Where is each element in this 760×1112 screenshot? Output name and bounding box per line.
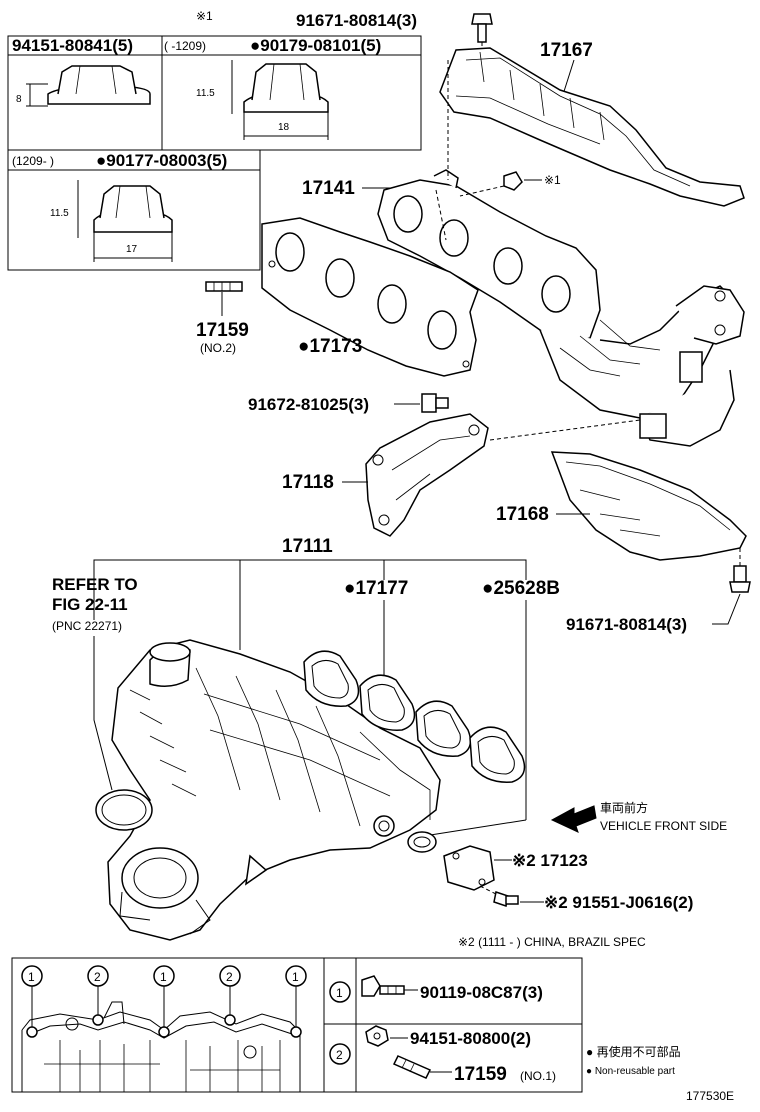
bolt-top-icon <box>471 13 493 60</box>
vehicle-front-arrow-icon <box>550 805 597 833</box>
label-17168: 17168 <box>496 504 549 525</box>
gasket-25628b-icon <box>407 831 437 853</box>
label-nut-ref1: ※1 <box>544 173 561 187</box>
nonreusable-en: ● Non-reusable part <box>586 1066 675 1077</box>
label-pnc: (PNC 22271) <box>52 619 122 633</box>
label-91672: 91672-81025(3) <box>248 395 369 414</box>
callout-4: 2 <box>226 970 233 984</box>
label-front-en: VEHICLE FRONT SIDE <box>600 819 727 833</box>
nut-box2-part: ●90179-08101(5) <box>250 36 381 55</box>
bolt-90119-icon <box>361 975 405 997</box>
label-fig: FIG 22-11 <box>52 595 128 614</box>
legend-stud-no1: (NO.1) <box>520 1069 556 1083</box>
callout-2: 2 <box>94 970 101 984</box>
dim-18: 18 <box>278 122 290 133</box>
nonreusable-jp: ● 再使用不可部品 <box>586 1044 681 1059</box>
label-17111: 17111 <box>282 536 333 557</box>
stud-no2-icon <box>205 281 243 316</box>
label-17123: ※2 17123 <box>512 851 588 870</box>
bottom-legend: 1 2 1 2 1 1 90119-08C87(3) 2 94151-80800… <box>11 957 583 1093</box>
nut-ref1-icon <box>459 171 523 197</box>
dim-8: 8 <box>16 94 22 105</box>
label-bolt-top: 91671-80814(3) <box>296 11 417 30</box>
heat-insulator-lower-icon <box>550 451 747 561</box>
label-refer-to: REFER TO <box>52 575 138 594</box>
intake-manifold-icon <box>107 639 441 941</box>
label-25628b: ●25628B <box>482 578 560 599</box>
manifold-stay-icon <box>365 413 489 537</box>
exhaust-gasket-icon <box>261 217 479 377</box>
legend-2-number: 2 <box>336 1048 343 1062</box>
legend-1-number: 1 <box>336 986 343 1000</box>
callout-3: 1 <box>160 970 167 984</box>
bolt-bottom-icon <box>729 548 751 593</box>
nut-box3-range: (1209- ) <box>12 154 54 168</box>
heat-insulator-upper-icon <box>439 47 745 207</box>
ref1-mark: ※1 <box>196 9 213 23</box>
nut-box3-part: ●90177-08003(5) <box>96 151 227 170</box>
label-17118: 17118 <box>282 472 334 493</box>
callout-1: 1 <box>28 970 35 984</box>
nut-box2-range: ( -1209) <box>164 39 206 53</box>
label-17159-no2: 17159 <box>196 320 249 341</box>
dim-11-5-b: 11.5 <box>50 208 69 219</box>
nut-box1-title: 94151-80841(5) <box>12 36 133 55</box>
label-17173: ●17173 <box>298 336 362 357</box>
exhaust-manifold-icon <box>377 169 745 447</box>
bolt-91672-icon <box>421 393 449 413</box>
figure-id: 177530E <box>686 1089 734 1103</box>
nut-94151-icon <box>365 1025 389 1047</box>
legend-2-part: 94151-80800(2) <box>410 1029 531 1048</box>
bolt-91551-icon <box>479 885 519 907</box>
flange-nut-2-icon <box>231 60 329 140</box>
legend-1-part: 90119-08C87(3) <box>420 983 543 1002</box>
label-no2: (NO.2) <box>200 341 236 355</box>
note-ref2: ※2 (1111 - ) CHINA, BRAZIL SPEC <box>458 935 646 949</box>
label-17167: 17167 <box>540 40 593 61</box>
nut-spec-boxes: 94151-80841(5) ( -1209) ●90179-08101(5) … <box>7 9 422 271</box>
label-front-jp: 車両前方 <box>600 800 648 815</box>
legend-stud: 17159 <box>454 1064 507 1085</box>
label-17141: 17141 <box>302 178 355 199</box>
dim-11-5-a: 11.5 <box>196 88 215 99</box>
label-17177: ●17177 <box>344 578 408 599</box>
callout-5: 1 <box>292 970 299 984</box>
label-bolt-bottom: 91671-80814(3) <box>566 615 687 634</box>
cover-17123-icon <box>443 845 495 891</box>
flange-nut-3-icon <box>77 180 173 262</box>
label-91551: ※2 91551-J0616(2) <box>544 893 693 912</box>
intake-gasket-17177-icon <box>303 650 526 783</box>
dim-17: 17 <box>126 244 138 255</box>
flange-nut-1-icon <box>26 65 151 107</box>
throttle-gasket-icon <box>95 789 153 831</box>
stud-no1-icon <box>392 1055 432 1079</box>
